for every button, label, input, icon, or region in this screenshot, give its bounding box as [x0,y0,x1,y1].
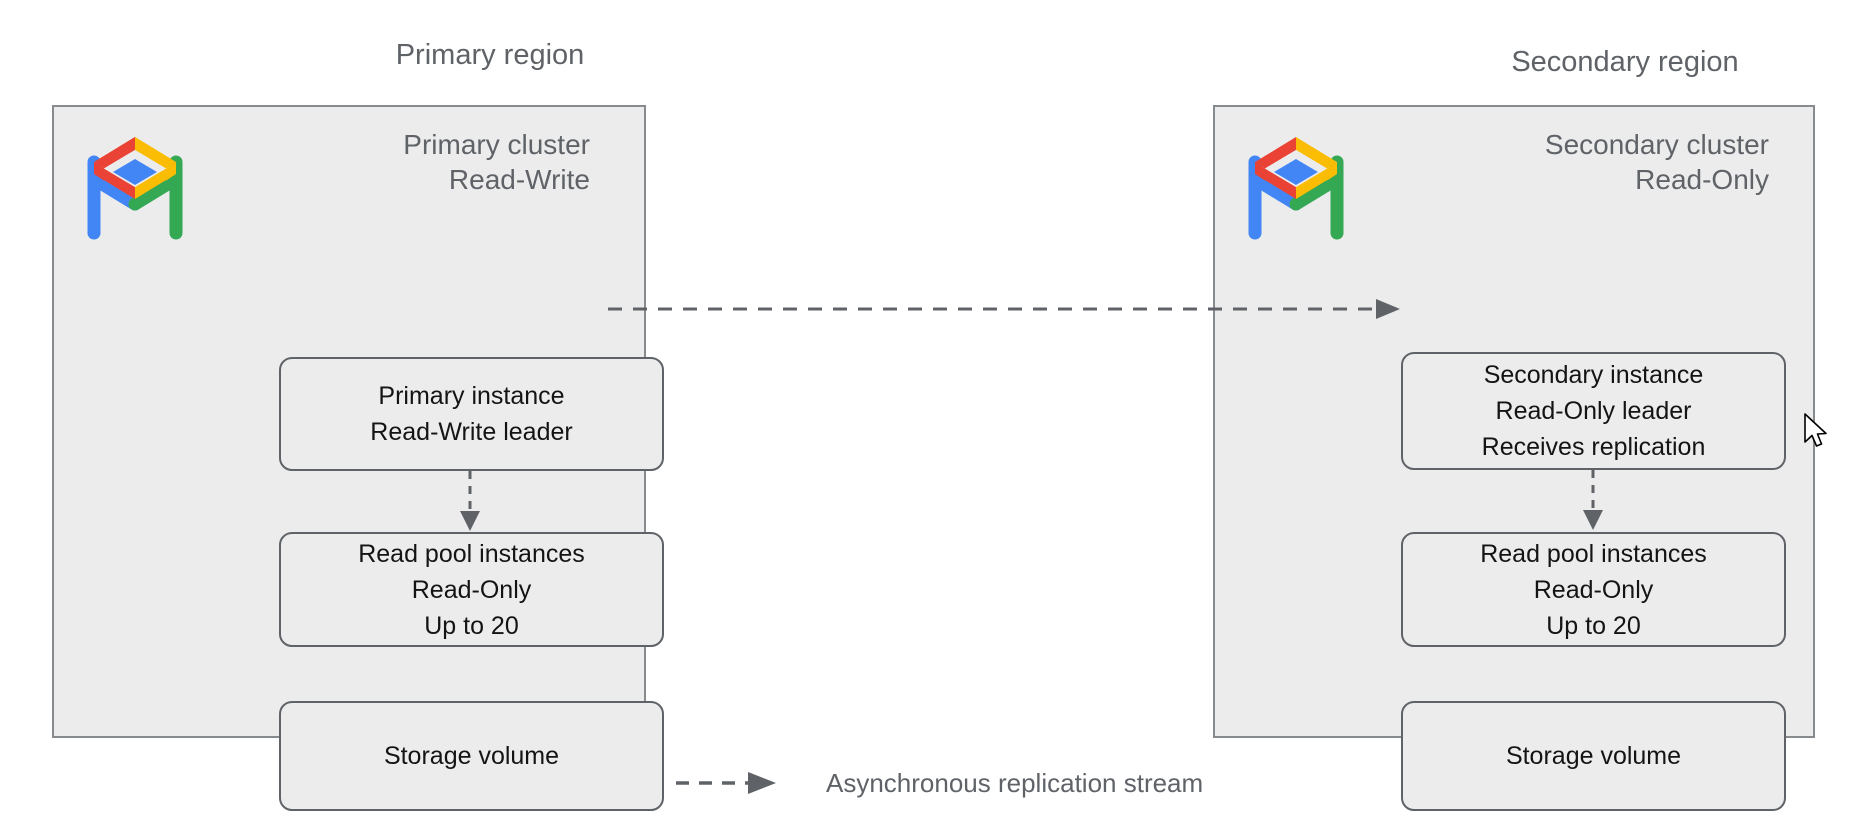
node-line: Read-Only [411,575,532,604]
cluster-title-primary: Primary cluster Read-Write [403,127,590,197]
cluster-title-primary-line2: Read-Write [448,164,590,195]
node-line: Storage volume [383,742,560,770]
node-primary-instance[interactable]: Primary instance Read-Write leader [279,357,664,471]
cluster-box-secondary: Secondary cluster Read-Only Secondary in… [1213,105,1815,811]
cluster-title-primary-line1: Primary cluster [403,129,590,160]
node-line: Secondary instance [1483,361,1704,389]
node-line: Read-Only leader [1495,397,1692,425]
replication-arrow-primary-to-secondary [608,299,1400,319]
cluster-title-secondary-line1: Secondary cluster [1544,129,1769,160]
node-secondary-read-pool-instances[interactable]: Read pool instances Read-Only Up to 20 [1401,532,1786,647]
cluster-title-secondary: Secondary cluster Read-Only [1545,127,1769,197]
cluster-box-primary: Primary cluster Read-Write [52,105,664,811]
cluster-title-secondary-line2: Read-Only [1635,164,1769,195]
node-line: Read pool instances [1480,539,1707,568]
node-line: Up to 20 [424,611,519,640]
node-line: Receives replication [1481,433,1706,461]
legend: Asynchronous replication stream [676,768,1203,798]
node-line: Up to 20 [1546,611,1641,640]
node-secondary-storage-volume[interactable]: Storage volume [1401,701,1786,811]
alloydb-logo-primary [87,137,183,240]
node-line: Storage volume [1505,742,1682,770]
node-line: Primary instance [378,382,565,410]
region-label-secondary: Secondary region [1511,46,1739,78]
legend-dashed-arrow-icon [676,772,776,794]
connector-secondary-instance-to-readpool [1583,470,1603,530]
node-line: Read-Only [1533,575,1654,604]
region-label-primary: Primary region [395,39,585,71]
node-primary-read-pool-instances[interactable]: Read pool instances Read-Only Up to 20 [279,532,664,647]
legend-label: Asynchronous replication stream [826,768,1204,798]
node-secondary-instance[interactable]: Secondary instance Read-Only leader Rece… [1401,352,1786,470]
node-primary-storage-volume[interactable]: Storage volume [279,701,664,811]
connector-primary-instance-to-readpool [460,471,480,531]
node-line: Read pool instances [358,539,585,568]
alloydb-logo-secondary [1248,137,1344,240]
node-line: Read-Write leader [370,418,573,446]
